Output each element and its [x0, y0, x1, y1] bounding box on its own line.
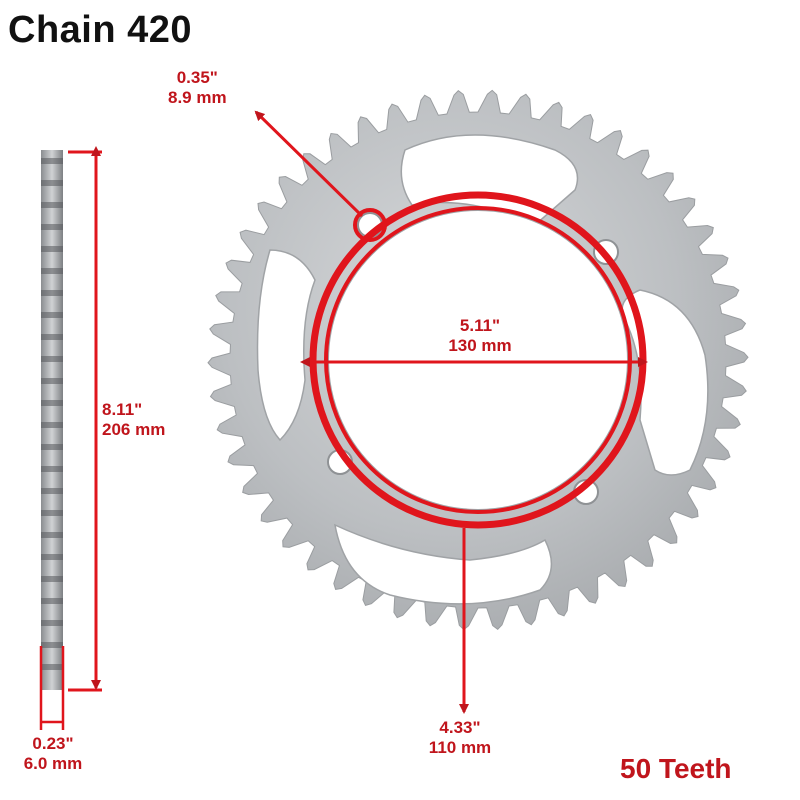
center-bore-dimension: 5.11" 130 mm: [420, 316, 540, 357]
side-tooth-mark: [41, 224, 63, 230]
side-tooth-mark: [41, 290, 63, 296]
side-tooth-mark: [41, 598, 63, 604]
side-tooth-mark: [41, 532, 63, 538]
teeth-count-label: 50 Teeth: [620, 753, 732, 784]
side-tooth-mark: [41, 400, 63, 406]
side-tooth-mark: [41, 202, 63, 208]
bolt-circle-dimension: 4.33" 110 mm: [410, 718, 510, 759]
center-bore-inch: 5.11": [459, 316, 501, 335]
bolt-circle-inch: 4.33": [439, 718, 481, 737]
outer-diameter-mm: 206 mm: [102, 420, 166, 440]
side-tooth-mark: [41, 378, 63, 384]
side-tooth-mark: [41, 334, 63, 340]
bolt-hole-inch: 0.35": [176, 68, 218, 87]
sprocket-side-view: [41, 150, 63, 690]
side-tooth-mark: [41, 576, 63, 582]
outer-diameter-dimension: 8.11" 206 mm: [102, 400, 165, 441]
center-bore: [327, 209, 629, 511]
thickness-dimension: 0.23" 6.0 mm: [10, 734, 96, 775]
side-tooth-mark: [41, 268, 63, 274]
sprocket-face: [207, 89, 749, 631]
side-tooth-mark: [41, 444, 63, 450]
side-tooth-mark: [41, 488, 63, 494]
bolt-circle-mm: 110 mm: [428, 738, 492, 758]
side-tooth-mark: [41, 620, 63, 626]
side-tooth-mark: [41, 246, 63, 252]
side-view-teeth: [41, 158, 63, 670]
side-tooth-mark: [41, 466, 63, 472]
side-tooth-mark: [41, 158, 63, 164]
dimension-annotations: [39, 110, 648, 730]
bolt-hole-dimension: 0.35" 8.9 mm: [168, 68, 227, 109]
center-bore-mm: 130 mm: [448, 336, 512, 356]
thickness-inch: 0.23": [32, 734, 74, 753]
outer-diameter-inch: 8.11": [102, 400, 143, 419]
side-tooth-mark: [41, 356, 63, 362]
side-tooth-mark: [41, 312, 63, 318]
page-title: Chain 420: [8, 9, 193, 51]
side-tooth-mark: [41, 180, 63, 186]
bolt-hole-leader: [254, 110, 364, 218]
thickness-mm: 6.0 mm: [23, 754, 83, 774]
side-tooth-mark: [41, 554, 63, 560]
bolt-hole-marker: [353, 208, 387, 242]
bolt-hole-mm: 8.9 mm: [168, 88, 227, 108]
side-tooth-mark: [41, 664, 63, 670]
side-tooth-mark: [41, 642, 63, 648]
side-tooth-mark: [41, 510, 63, 516]
side-tooth-mark: [41, 422, 63, 428]
